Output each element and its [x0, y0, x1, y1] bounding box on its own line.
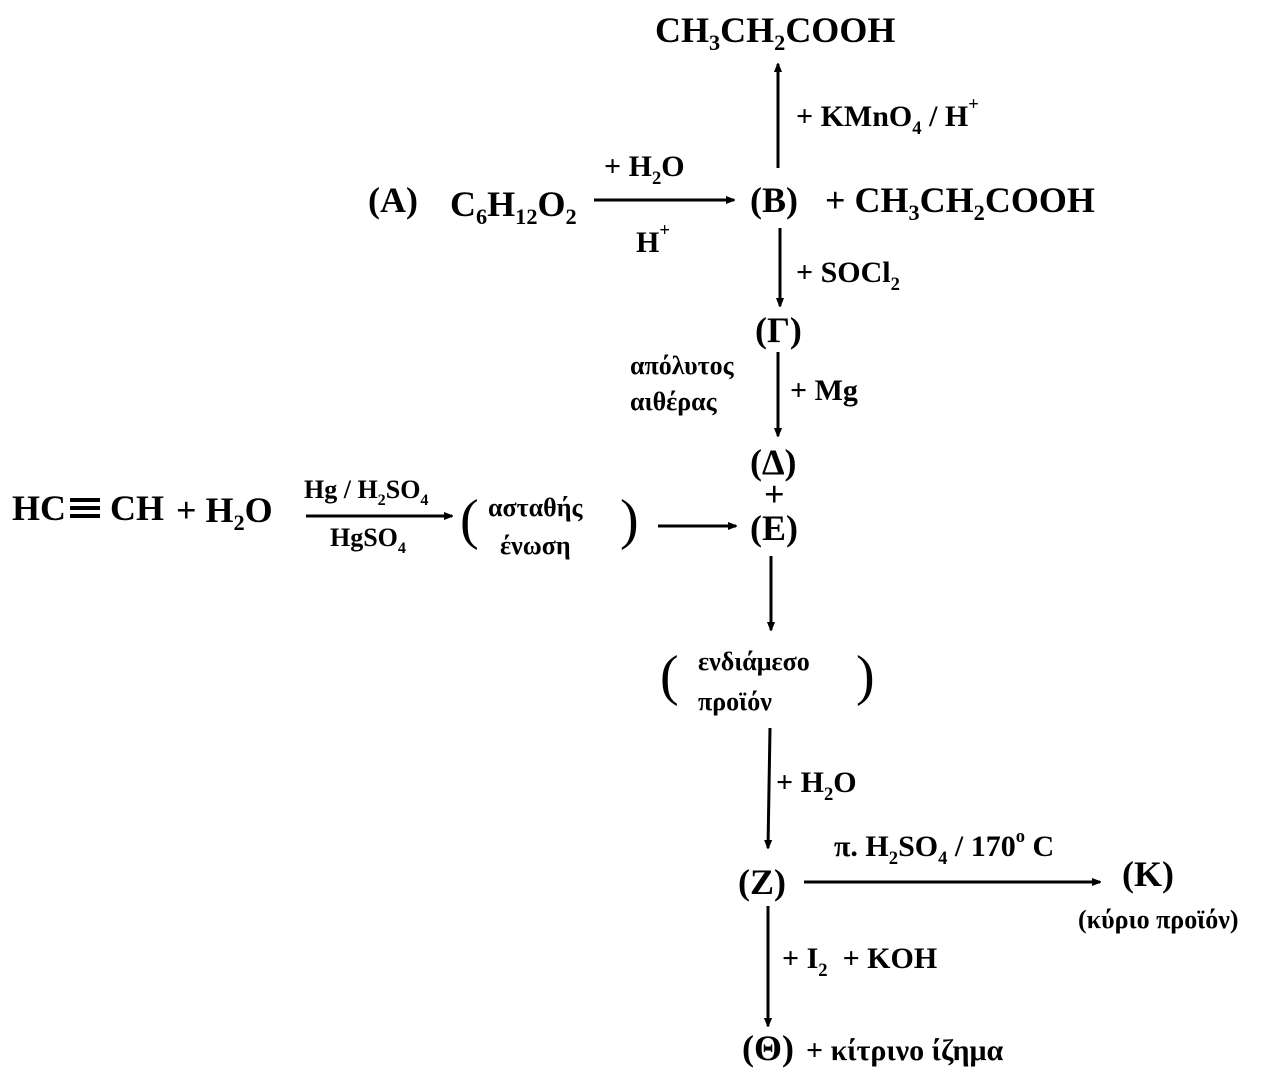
solvent-ether-line2: αιθέρας	[630, 387, 718, 416]
compound-B-label: (B)	[750, 180, 798, 220]
intermediate-line1: ενδιάμεσο	[698, 647, 810, 676]
compound-Theta-label: (Θ)	[742, 1028, 794, 1068]
reagent-hg-h2so4: Hg / H2SO4	[304, 475, 428, 509]
compound-G-label: (Γ)	[755, 310, 802, 350]
reagent-acid-catalyst: H+	[636, 220, 670, 259]
water-reactant: + H2O	[176, 490, 273, 535]
reagent-water-hydrolysis: + H2O	[604, 150, 685, 189]
solvent-ether-line1: απόλυτος	[630, 351, 735, 380]
paren-open-intermediate: (	[660, 645, 679, 707]
unstable-compound-line1: ασταθής	[488, 493, 583, 522]
reagent-socl2: + SOCl2	[796, 256, 900, 295]
yellow-precipitate: + κίτρινο ίζημα	[806, 1034, 1004, 1067]
acetylene-ch: CH	[110, 488, 164, 528]
compound-A-label: (A)	[368, 180, 418, 220]
compound-B-side-product: + CH3CH2COOH	[825, 180, 1095, 225]
compound-K-label: (K)	[1122, 854, 1174, 894]
reagent-mg: + Mg	[790, 374, 858, 407]
intermediate-line2: προϊόν	[698, 687, 772, 716]
compound-K-note: (κύριο προϊόν)	[1078, 905, 1239, 934]
plus-sign: +	[764, 474, 785, 514]
compound-D-label: (Δ)	[750, 442, 797, 482]
unstable-compound-line2: ένωση	[500, 531, 571, 560]
acetylene-hc: HC	[12, 488, 66, 528]
reagent-water: + H2O	[776, 766, 857, 805]
compound-E-label: (E)	[750, 508, 798, 548]
reagent-kmno4: + KMnO4 / H+	[796, 94, 979, 139]
paren-close-intermediate: )	[856, 645, 875, 707]
compound-Z-label: (Z)	[738, 862, 786, 902]
propanoic-acid-top: CH3CH2COOH	[655, 10, 895, 55]
reagent-hgso4: HgSO4	[330, 523, 406, 557]
compound-A-formula: C6H12O2	[450, 184, 577, 229]
reagent-iodoform: + I2 + KOH	[782, 942, 937, 981]
paren-open-unstable: (	[460, 489, 479, 551]
paren-close-unstable: )	[620, 489, 639, 551]
arrow-water-hydrolysis	[768, 727, 770, 848]
reagent-dehydration: π. H2SO4 / 170o C	[834, 826, 1054, 869]
